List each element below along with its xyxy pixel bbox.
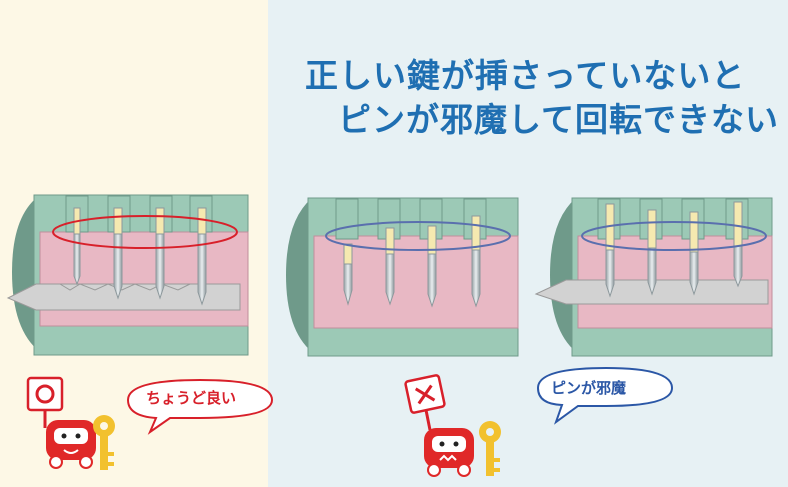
lock-no-key [286, 197, 519, 357]
yellow-key-icon [479, 421, 501, 476]
pin-column [107, 195, 131, 300]
pin-column [597, 198, 621, 298]
pin-column [149, 195, 173, 300]
mascot-ng [404, 374, 501, 477]
mascot-ok [26, 376, 115, 470]
pin-column [419, 198, 443, 308]
headline-line-2: ピンが邪魔して回転できない [338, 100, 780, 139]
lock-correct-key [6, 194, 249, 356]
speech-bubble-ng [536, 366, 674, 425]
shear-line-highlight [52, 215, 238, 249]
ok-sign [26, 376, 64, 412]
bubble-text-ng: ピンが邪魔 [551, 379, 627, 397]
yellow-key-icon [93, 415, 115, 470]
headline-line-1: 正しい鍵が挿さっていないと [305, 56, 746, 95]
shear-line-highlight [581, 221, 767, 251]
pin-column [463, 198, 487, 308]
pin-column [189, 195, 213, 306]
pin-column [377, 198, 401, 306]
pin-column [681, 198, 705, 296]
circle-mark-icon [35, 384, 55, 404]
pin-column [639, 198, 663, 296]
speech-bubble-ok [126, 378, 274, 435]
bubble-text-ok: ちょうど良い [146, 389, 237, 407]
x-mark-icon [414, 384, 436, 405]
lock-wrong-key [534, 197, 773, 357]
shear-line-highlight [325, 221, 511, 251]
